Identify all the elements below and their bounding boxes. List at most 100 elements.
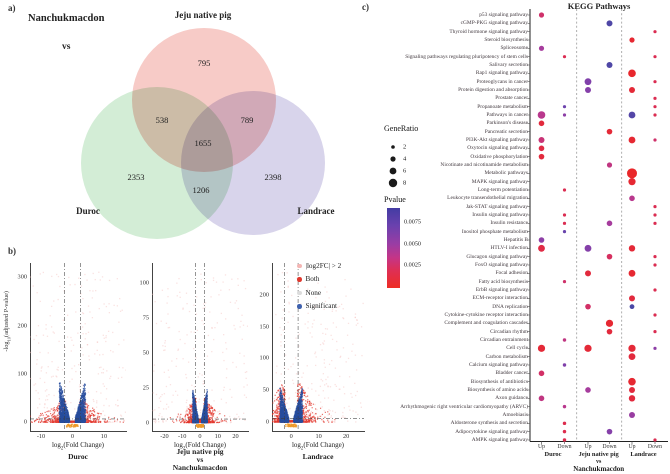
x-tick-label: 20 [232,433,239,440]
comparison-vs: vs [62,42,71,52]
pvalue-legend-title: Pvalue [384,195,406,204]
pvalue-legend-value: 0.0050 [404,240,422,248]
volcano-title-line: Jeju native pig [176,447,224,456]
x-axis-label: log2(Fold Change) [52,441,104,451]
pathway-label: Amoebiasis [502,411,528,418]
pathway-label: Steroid biosynthesis [484,36,528,43]
x-axis-label: log2(Fold Change) [292,441,344,451]
kegg-dot [653,221,657,225]
pathway-label: Insulin resistance [490,220,528,227]
kegg-dot [629,37,635,43]
volcano-points-canvas [272,263,364,431]
pathway-label: p53 signaling pathway [479,11,528,18]
legend-label: None [305,288,322,297]
pathway-label: Protein digestion and absorption [458,86,528,93]
pathway-label: Spliceosome [500,45,528,52]
pathway-label: Long-term potentiation [477,186,528,193]
y-tick-label: 150 [259,323,269,331]
pathway-label: Inositol phosphate metabolism [461,228,528,235]
kegg-dot [562,438,567,442]
kegg-dot [653,346,657,350]
pathway-label: Metabolic pathways [484,170,528,177]
kegg-dot [562,429,567,434]
venn-count-duroc-unique: 2353 [127,172,145,182]
kegg-dot [562,338,567,342]
kegg-dot [562,113,567,117]
kegg-dot [562,55,567,59]
pathway-label: Jak-STAT signaling pathway [465,203,528,210]
y-tick-label: 100 [259,354,269,362]
kegg-dot [628,344,636,352]
pathway-label: Aldosterone synthesis and secretion [450,420,528,427]
legend-label: |log2FC| > 2 [305,261,342,270]
kegg-dot [606,128,613,135]
x-axis-label: log2(Fold Change) [174,441,226,451]
venn-set-label-landrace: Landrace [297,206,335,216]
pathway-label: Circadian rhythm [490,328,528,335]
legend-item: None [297,286,341,300]
x-tick-label: 0 [289,433,293,440]
kegg-dot [537,111,546,119]
pvalue-legend-value: 0.0075 [404,218,422,226]
pathway-label: AMPK signaling pathway [471,436,528,443]
updown-label: Up [537,444,546,450]
kegg-dot [653,330,657,334]
y-tick-label: 300 [17,273,27,281]
pathway-label: Hepatitis B [503,236,528,243]
volcano-title: Landrace [303,453,334,461]
venn-set-label-duroc: Duroc [76,206,100,216]
y-axis-label-text: -log10(adjusted P-value) [3,291,12,352]
x-tick-label: 0 [70,433,75,440]
pathway-label: Circadian entrainment [479,336,528,343]
kegg-dot [606,61,613,68]
pvalue-colorbar [387,208,400,288]
kegg-dot [653,55,657,59]
kegg-dot [629,411,635,418]
kegg-dot [653,213,657,217]
pathway-label: FoxO signaling pathway [474,261,528,268]
pathway-label: Biosynthesis of amino acids [467,386,528,393]
kegg-dot [653,113,657,117]
y-tick-label: 100 [17,370,27,378]
x-tick-label: 10 [214,433,221,440]
kegg-dot [629,386,635,393]
x-axis-label-text-sub: 2 [300,446,304,452]
updown-label: Down [647,444,663,450]
kegg-dot [628,353,636,361]
y-axis-label-text-sub: 10 [6,337,12,342]
kegg-dot [562,404,567,409]
legend-swatch [297,290,302,295]
y-tick-label: 0 [265,418,269,426]
kegg-dot [538,45,545,51]
updown-label: Up [584,444,592,450]
pvalue-legend-value: 0.0025 [404,261,422,269]
pathway-label: Nicotinate and nicotinamide metabolism [440,161,528,168]
kegg-dot [538,153,545,160]
kegg-dot [538,244,545,252]
x-axis-label-text-sub: 2 [60,446,64,452]
pathway-label: Oxytocin signaling pathway [467,145,528,152]
gene-ratio-legend-value: 2 [403,143,407,151]
kegg-dot [628,136,636,144]
breed-group-label: Duroc [544,451,562,458]
kegg-dot [653,255,657,259]
breed-group-label: Jeju native pig [578,451,619,458]
legend-label: Both [305,275,320,284]
kegg-dot [653,80,657,84]
pathway-label: Prostate cancer [495,95,528,102]
pathway-label: Salivary secretion [489,61,528,68]
pathway-label: Arrhythmogenic right ventricular cardiom… [400,403,528,410]
venn-panel: a) Nanchukmacdon vs Jeju native pig Duro… [0,0,360,245]
pathway-label: Calcium signaling pathway [469,361,528,368]
venn-count-all-three: 1655 [194,138,212,148]
x-axis-label-text-sub: 2 [182,446,186,452]
kegg-dot [538,120,545,127]
volcano-points-canvas [152,263,248,431]
kegg-dot [538,395,545,402]
kegg-dot [628,178,636,186]
venn-circle-landrace [181,91,325,235]
x-tick-label: -10 [36,433,46,440]
